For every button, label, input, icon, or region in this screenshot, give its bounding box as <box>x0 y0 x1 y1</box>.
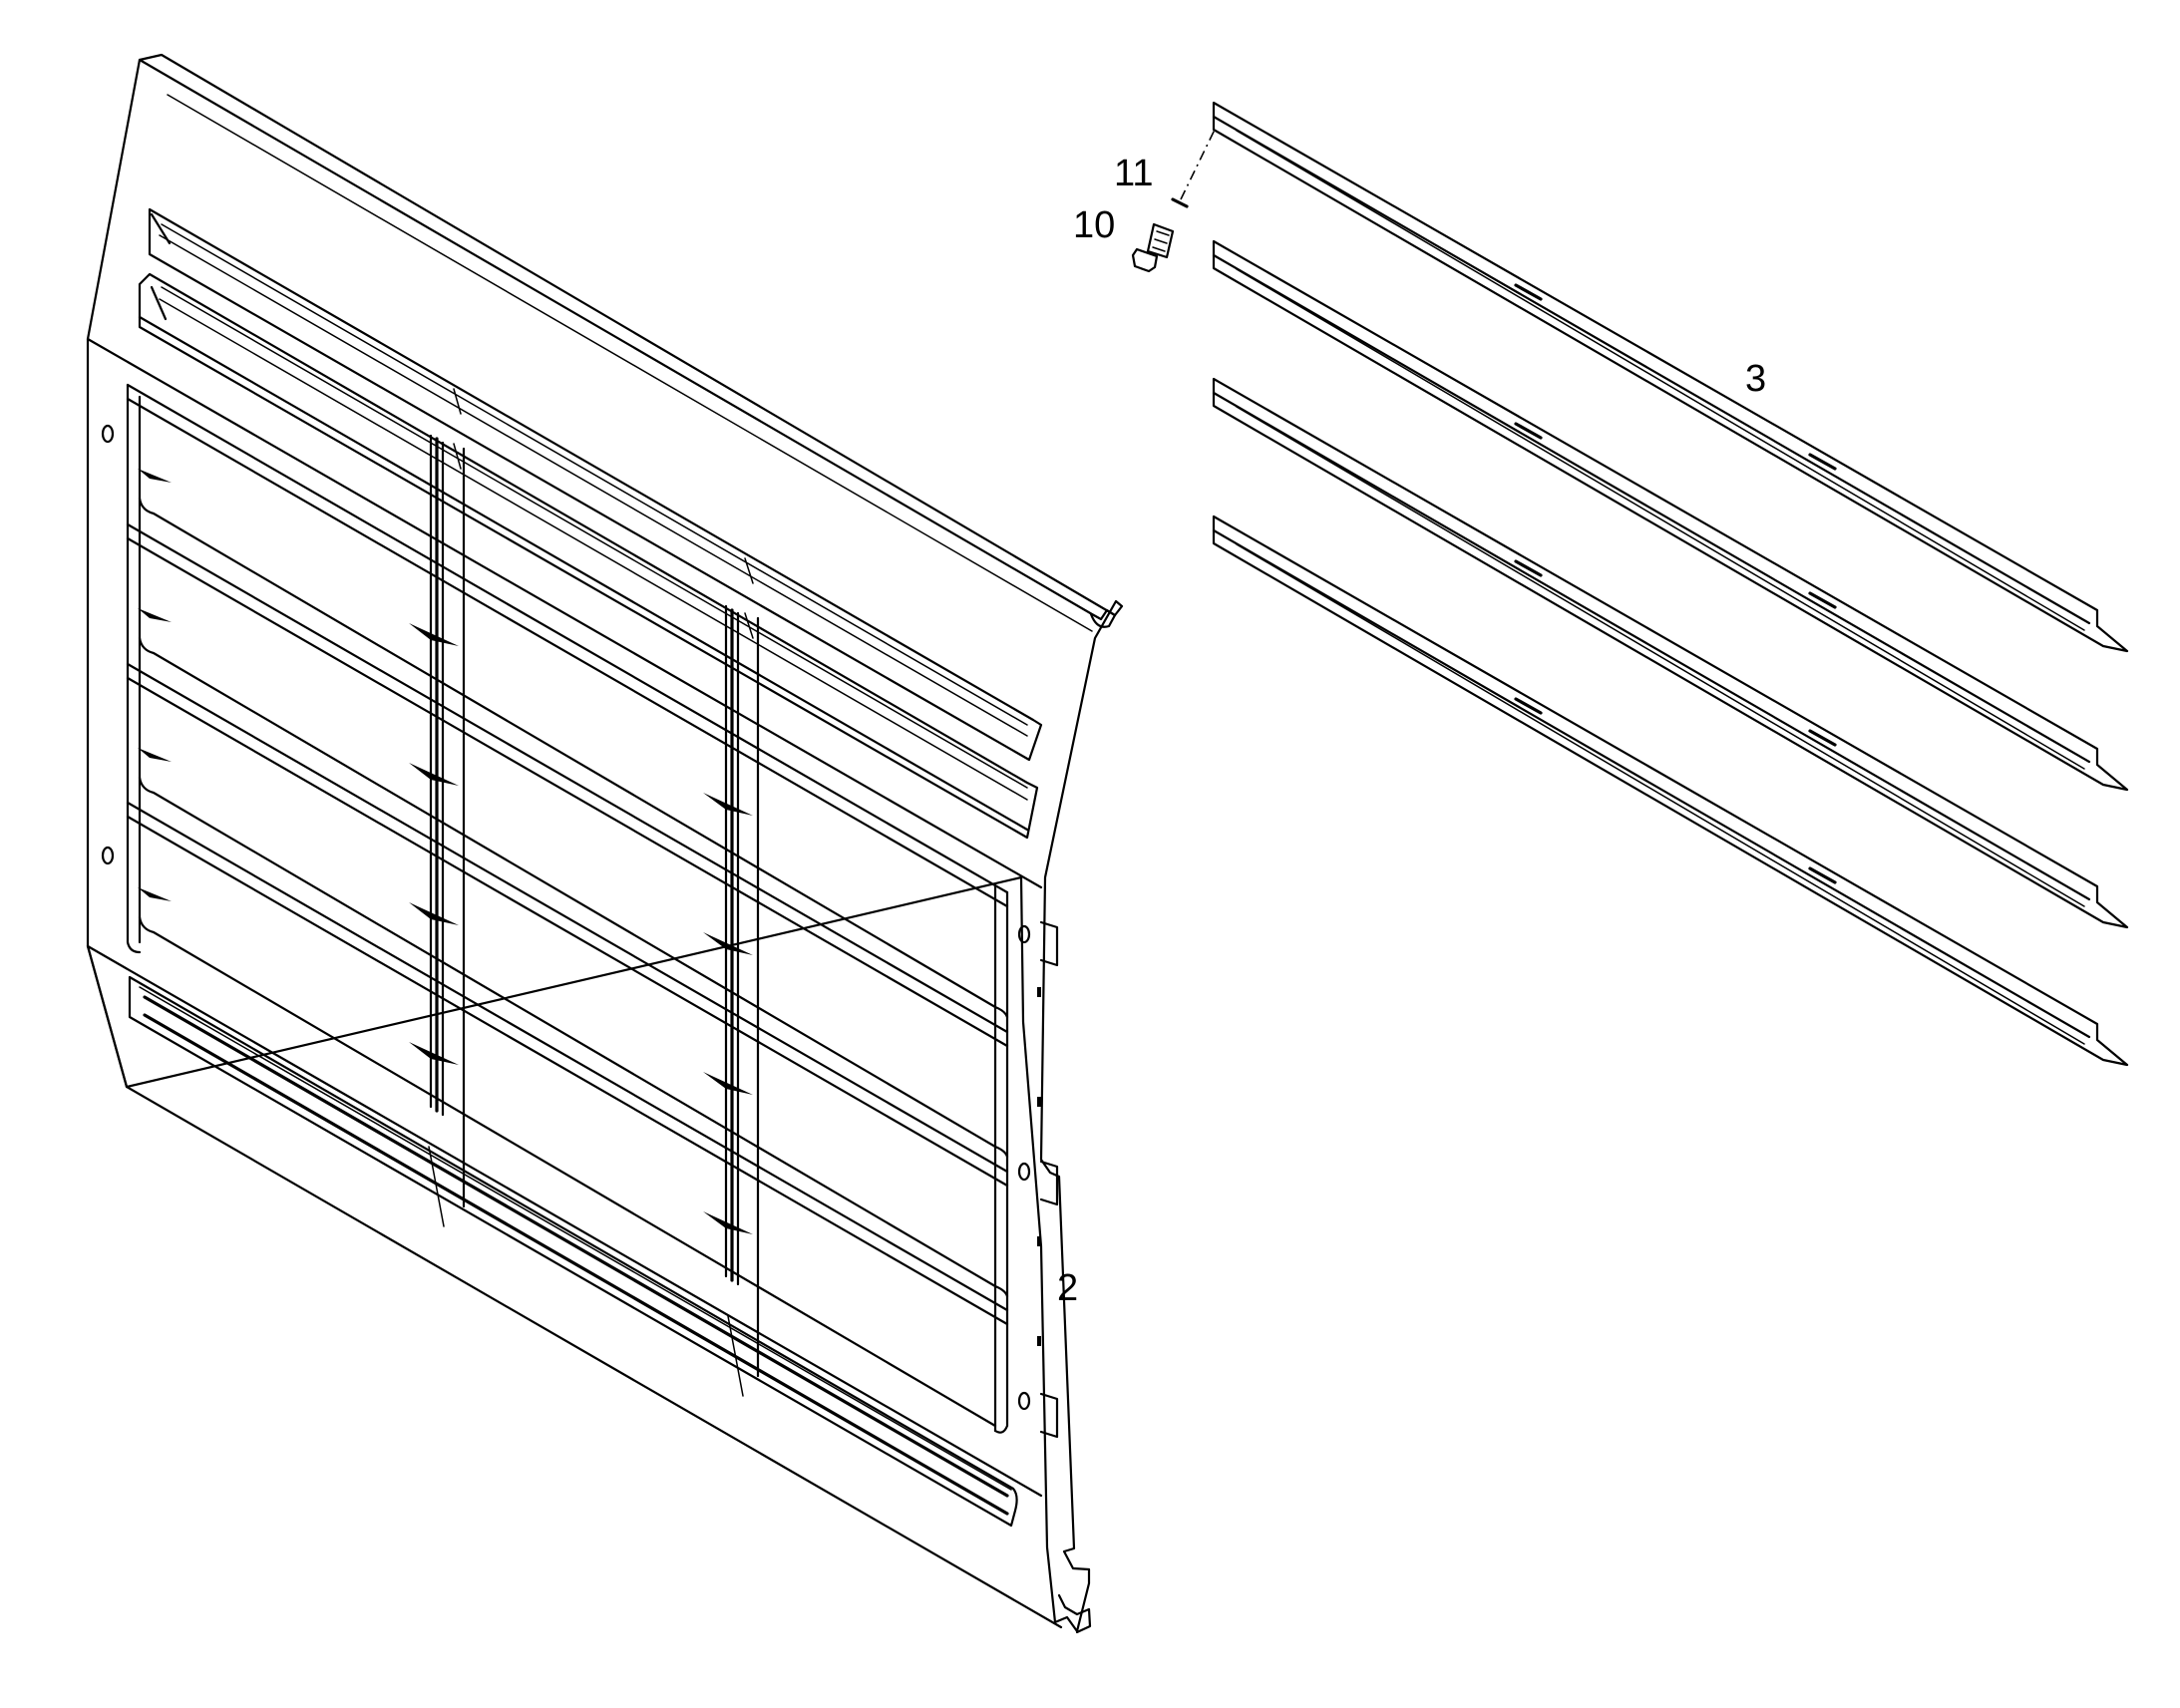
clips <box>138 469 753 1234</box>
side-tabs <box>1037 920 1059 1439</box>
slat-2 <box>1212 239 2129 792</box>
mounting-holes <box>101 424 1031 1411</box>
lower-louvre <box>128 975 1018 1528</box>
grille-grid <box>126 383 1009 1434</box>
slats <box>1212 101 2129 1067</box>
bolt-icon <box>1131 222 1175 273</box>
slat-4 <box>1212 514 2129 1067</box>
callout-11: 11 <box>1114 153 1153 194</box>
callout-3: 3 <box>1745 358 1766 400</box>
slat-1 <box>1212 101 2129 653</box>
upper-louvres <box>138 207 1043 840</box>
callout-2: 2 <box>1057 1267 1078 1309</box>
grille-panel <box>86 53 1124 1634</box>
slat-3 <box>1212 377 2129 929</box>
washer-icon <box>1171 197 1189 208</box>
callout-10: 10 <box>1073 204 1115 246</box>
assembly-centerline <box>1180 129 1216 200</box>
